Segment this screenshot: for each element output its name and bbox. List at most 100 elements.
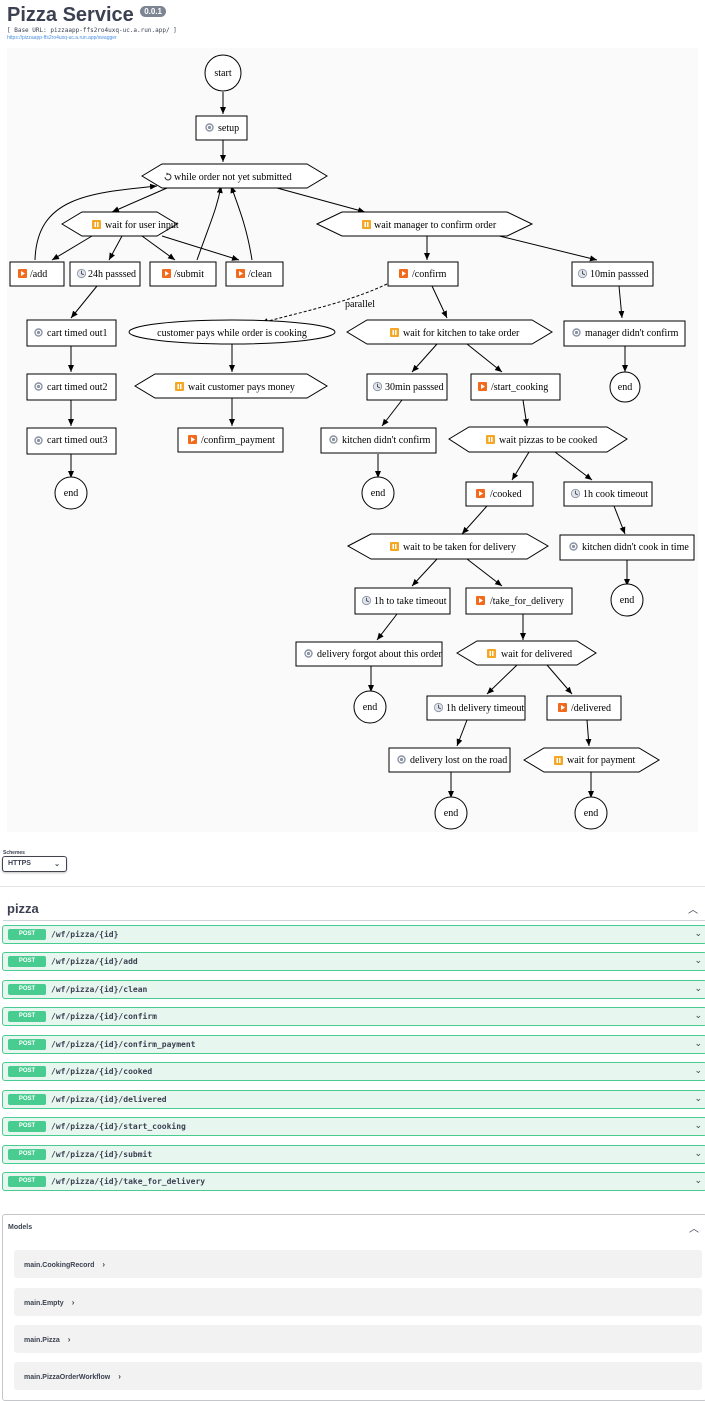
- model-empty[interactable]: main.Empty›: [14, 1288, 702, 1316]
- chevron-down-icon[interactable]: ⌄: [694, 1175, 702, 1185]
- workflow-diagram: start setup while order not yet submitte…: [7, 48, 698, 832]
- swagger-docs-link[interactable]: https://pizzaapp-ffs2ro4uxq-uc.a.run.app…: [7, 35, 117, 41]
- schemes-select[interactable]: HTTPS ⌄: [2, 856, 67, 872]
- model-cooking-record[interactable]: main.CookingRecord›: [14, 1250, 702, 1278]
- chevron-down-icon[interactable]: ⌄: [694, 1093, 702, 1103]
- gear-icon: [205, 123, 214, 132]
- gear-icon: [329, 435, 338, 444]
- node-24h-passed: 24h passsed: [69, 261, 141, 287]
- model-name: main.PizzaOrderWorkflow›: [24, 1372, 121, 1381]
- node-end-lost: end: [434, 796, 468, 830]
- operation-post-delivered[interactable]: POST /wf/pizza/{id}/delivered ⌄: [2, 1090, 705, 1109]
- schemes-selected-value: HTTPS: [8, 860, 31, 867]
- gear-icon: [34, 328, 43, 337]
- chevron-up-icon[interactable]: ︿: [688, 905, 698, 916]
- node-confirm: /confirm: [387, 261, 459, 287]
- operation-path: /wf/pizza/{id}/confirm_payment: [51, 1040, 196, 1049]
- gear-icon: [34, 436, 43, 445]
- parallel-label: parallel: [345, 299, 375, 310]
- wait-icon: [390, 542, 399, 551]
- operation-post-take-for-delivery[interactable]: POST /wf/pizza/{id}/take_for_delivery ⌄: [2, 1172, 705, 1191]
- svg-text:wait for kitchen to take order: wait for kitchen to take order: [403, 328, 520, 339]
- tag-title[interactable]: pizza: [7, 901, 39, 916]
- svg-text:/cooked: /cooked: [490, 489, 522, 500]
- operation-post-confirm-payment[interactable]: POST /wf/pizza/{id}/confirm_payment ⌄: [2, 1035, 705, 1054]
- svg-text:/add: /add: [30, 269, 47, 280]
- chevron-down-icon[interactable]: ⌄: [694, 1065, 702, 1075]
- node-delivery-lost: delivery lost on the road: [388, 747, 511, 773]
- base-url: [ Base URL: pizzaapp-ffs2ro4uxq-uc.a.run…: [7, 27, 177, 34]
- wait-icon: [362, 220, 371, 229]
- method-badge: POST: [8, 929, 46, 940]
- node-end-cook: end: [610, 583, 644, 617]
- svg-text:customer pays while order is c: customer pays while order is cooking: [157, 328, 307, 339]
- node-cart-timed-out2: cart timed out2: [26, 373, 117, 401]
- models-section: Models ︿ main.CookingRecord› main.Empty›…: [2, 1214, 705, 1401]
- node-1h-cook-timeout: 1h cook timeout: [563, 481, 653, 507]
- operation-post-confirm[interactable]: POST /wf/pizza/{id}/confirm ⌄: [2, 1007, 705, 1026]
- chevron-down-icon[interactable]: ⌄: [694, 983, 702, 993]
- chevron-down-icon[interactable]: ⌄: [694, 955, 702, 965]
- node-1h-delivery-timeout: 1h delivery timeout: [426, 695, 526, 721]
- clock-icon: [361, 595, 372, 606]
- graph-edges: [34, 92, 630, 798]
- schemes-label: Schemes: [3, 850, 25, 856]
- model-pizza-order-workflow[interactable]: main.PizzaOrderWorkflow›: [14, 1362, 702, 1390]
- workflow-graph: start setup while order not yet submitte…: [9, 54, 695, 830]
- node-10min-passed: 10min passsed: [571, 261, 654, 287]
- svg-text:cart timed out1: cart timed out1: [47, 328, 108, 339]
- node-kitchen-didnt-cook: kitchen didn't cook in time: [559, 534, 695, 561]
- node-end-manager: end: [609, 371, 641, 403]
- wait-icon: [175, 382, 184, 391]
- svg-text:wait for user input: wait for user input: [105, 220, 179, 231]
- wait-icon: [390, 328, 399, 337]
- svg-text:1h delivery timeout: 1h delivery timeout: [446, 703, 525, 714]
- method-badge: POST: [8, 1176, 46, 1187]
- gear-icon: [569, 542, 578, 551]
- chevron-up-icon[interactable]: ︿: [689, 1224, 699, 1235]
- chevron-down-icon[interactable]: ⌄: [694, 928, 702, 938]
- wait-icon: [486, 435, 495, 444]
- svg-text:delivery lost on the road: delivery lost on the road: [410, 755, 507, 766]
- method-badge: POST: [8, 1066, 46, 1077]
- model-name: main.Pizza›: [24, 1335, 71, 1344]
- operation-post-pizza[interactable]: POST /wf/pizza/{id} ⌄: [2, 925, 705, 944]
- node-delivery-forgot: delivery forgot about this order: [295, 641, 443, 667]
- operation-path: /wf/pizza/{id}/start_cooking: [51, 1122, 186, 1131]
- node-wait-manager: wait manager to confirm order: [315, 211, 534, 237]
- version-badge: 0.0.1: [140, 6, 166, 17]
- clock-icon: [577, 268, 588, 279]
- node-wait-taken-delivery: wait to be taken for delivery: [346, 533, 549, 560]
- svg-text:1h cook timeout: 1h cook timeout: [583, 489, 648, 500]
- svg-text:wait for delivered: wait for delivered: [501, 649, 572, 660]
- node-cart-timed-out3: cart timed out3: [26, 427, 117, 455]
- models-title[interactable]: Models: [8, 1224, 33, 1231]
- node-submit: /submit: [149, 261, 217, 287]
- operation-post-start-cooking[interactable]: POST /wf/pizza/{id}/start_cooking ⌄: [2, 1117, 705, 1136]
- operation-post-add[interactable]: POST /wf/pizza/{id}/add ⌄: [2, 952, 705, 971]
- svg-text:end: end: [64, 488, 78, 499]
- node-delivered: /delivered: [546, 695, 622, 721]
- play-icon: [399, 269, 408, 278]
- operation-path: /wf/pizza/{id}/clean: [51, 985, 148, 994]
- svg-text:/delivered: /delivered: [571, 703, 611, 714]
- operation-post-submit[interactable]: POST /wf/pizza/{id}/submit ⌄: [2, 1145, 705, 1164]
- wait-icon: [554, 756, 563, 765]
- node-end-cart: end: [54, 476, 88, 510]
- method-badge: POST: [8, 984, 46, 995]
- operation-path: /wf/pizza/{id}/submit: [51, 1150, 153, 1159]
- chevron-right-icon: ›: [102, 1260, 106, 1269]
- model-pizza[interactable]: main.Pizza›: [14, 1325, 702, 1353]
- chevron-down-icon[interactable]: ⌄: [694, 1148, 702, 1158]
- operation-post-cooked[interactable]: POST /wf/pizza/{id}/cooked ⌄: [2, 1062, 705, 1081]
- chevron-down-icon[interactable]: ⌄: [694, 1120, 702, 1130]
- play-icon: [236, 269, 245, 278]
- chevron-right-icon: ›: [67, 1335, 71, 1344]
- svg-text:cart timed out3: cart timed out3: [47, 435, 108, 446]
- section-divider: [0, 886, 705, 887]
- operation-post-clean[interactable]: POST /wf/pizza/{id}/clean ⌄: [2, 980, 705, 999]
- chevron-down-icon[interactable]: ⌄: [694, 1010, 702, 1020]
- wait-icon: [487, 649, 496, 658]
- chevron-down-icon[interactable]: ⌄: [694, 1038, 702, 1048]
- svg-text:30min passsed: 30min passsed: [385, 382, 444, 393]
